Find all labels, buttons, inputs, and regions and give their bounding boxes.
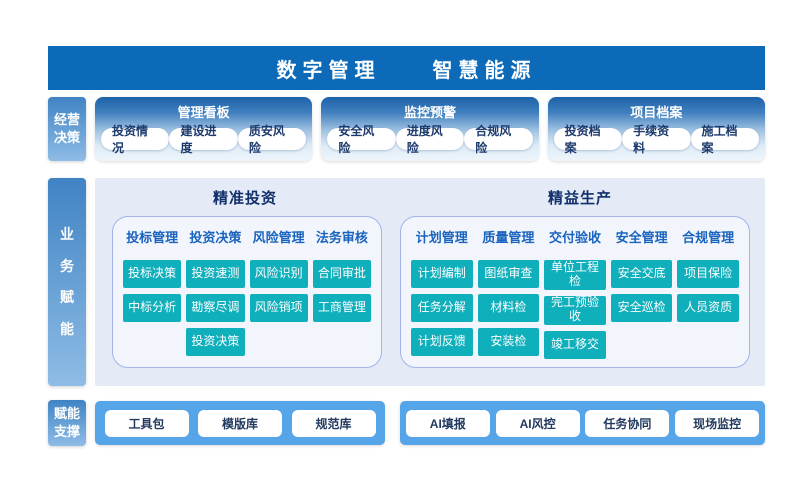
module-button[interactable]: 勘察尽调 [186,294,245,322]
sidebar-label-support: 赋能 支撑 [48,400,86,446]
module-column: 风险管理风险识别风险销项 [249,223,308,359]
tool-button[interactable]: 现场监控 [675,409,760,437]
pill-button[interactable]: 施工档案 [690,124,759,155]
tool-button[interactable]: 规范库 [291,409,376,437]
column-header: 投标管理 [126,230,179,245]
module-button[interactable]: 安全交底 [610,260,673,288]
pill-button[interactable]: 安全风险 [327,124,396,155]
support-bar-left: 工具包模版库规范库 [95,401,385,445]
dashboard-panel: 项目档案投资档案手续资料施工档案 [547,97,765,161]
dashboard-panel: 管理看板投资情况建设进度质安风险 [95,97,313,161]
module-button[interactable]: 材料检 [477,294,540,322]
pill-button[interactable]: 进度风险 [395,124,465,155]
pill-button[interactable]: 合规风险 [464,124,533,155]
investment-box: 投标管理投标决策中标分析投资决策投资速测勘察尽调投资决策风险管理风险识别风险销项… [112,216,382,368]
module-button[interactable]: 单位工程 检 [544,260,606,290]
column-header: 交付验收 [548,230,601,245]
tool-button[interactable]: AI风控 [495,409,580,437]
pill-button[interactable]: 投资档案 [553,124,623,155]
pill-button[interactable]: 质安风险 [237,124,307,155]
sidebar-label-text: 业 务 赋 能 [60,226,74,337]
sidebar-label-decision: 经营 决策 [48,97,86,161]
panel-title: 监控预警 [403,105,456,120]
pill-row: 安全风险进度风险合规风险 [321,121,538,161]
sidebar-label-business: 业 务 赋 能 [48,178,86,386]
tool-button[interactable]: 工具包 [104,409,189,437]
panel-title: 管理看板 [177,105,230,120]
module-button[interactable]: 工商管理 [312,294,371,322]
pill-row: 投资档案手续资料施工档案 [548,121,765,161]
module-button[interactable]: 风险识别 [249,260,308,288]
pill-button[interactable]: 手续资料 [622,124,691,155]
module-column: 法务审核合同审批工商管理 [312,223,371,359]
module-button[interactable]: 任务分解 [411,294,473,322]
module-button[interactable]: 计划反馈 [411,328,473,356]
module-column: 投标管理投标决策中标分析 [123,223,182,359]
column-header: 计划管理 [415,230,468,245]
column-header: 投资决策 [189,230,242,245]
column-header: 风险管理 [252,230,305,245]
module-column: 安全管理安全交底安全巡检 [610,223,673,359]
module-button[interactable]: 竣工移交 [544,331,606,359]
column-header: 法务审核 [315,230,368,245]
module-column: 投资决策投资速测勘察尽调投资决策 [186,223,245,359]
column-header: 合规管理 [682,230,735,245]
module-button[interactable]: 投资决策 [186,328,245,356]
page-title: 数字管理 智慧能源 [276,59,537,82]
section-investment: 精准投资 投标管理投标决策中标分析投资决策投资速测勘察尽调投资决策风险管理风险识… [95,178,395,386]
module-button[interactable]: 安全巡检 [610,294,673,322]
column-header: 安全管理 [615,230,668,245]
decision-panels: 管理看板投资情况建设进度质安风险监控预警安全风险进度风险合规风险项目档案投资档案… [95,97,765,161]
module-column: 质量管理图纸审查材料检安装检 [477,223,540,359]
title-banner: 数字管理 智慧能源 [48,46,765,90]
module-button[interactable]: 人员资质 [677,294,739,322]
module-button[interactable]: 完工预验 收 [544,295,606,325]
business-panel: 精准投资 投标管理投标决策中标分析投资决策投资速测勘察尽调投资决策风险管理风险识… [95,178,765,386]
module-button[interactable]: 投标决策 [123,260,182,288]
section-title: 精益生产 [547,189,612,207]
module-column: 计划管理计划编制任务分解计划反馈 [411,223,473,359]
module-column: 交付验收单位工程 检完工预验 收竣工移交 [544,223,606,359]
module-button[interactable]: 计划编制 [411,260,473,288]
dashboard-panel: 监控预警安全风险进度风险合规风险 [321,97,539,161]
pill-button[interactable]: 建设进度 [169,124,238,155]
production-box: 计划管理计划编制任务分解计划反馈质量管理图纸审查材料检安装检交付验收单位工程 检… [400,216,750,368]
sidebar-label-text: 赋能 支撑 [53,405,80,439]
module-button[interactable]: 中标分析 [123,294,182,322]
module-button[interactable]: 投资速测 [186,260,245,288]
module-button[interactable]: 风险销项 [249,294,308,322]
section-production: 精益生产 计划管理计划编制任务分解计划反馈质量管理图纸审查材料检安装检交付验收单… [395,178,765,386]
tool-button[interactable]: AI填报 [405,409,490,437]
tool-button[interactable]: 模版库 [198,409,282,437]
module-button[interactable]: 项目保险 [677,260,739,288]
section-title: 精准投资 [212,189,277,207]
module-column: 合规管理项目保险人员资质 [677,223,739,359]
module-button[interactable]: 合同审批 [312,260,371,288]
pill-button[interactable]: 投资情况 [101,124,170,155]
column-header: 质量管理 [482,230,535,245]
module-button[interactable]: 图纸审查 [477,260,540,288]
sidebar-label-text: 经营 决策 [53,111,80,145]
panel-title: 项目档案 [630,105,683,120]
pill-row: 投资情况建设进度质安风险 [95,121,312,161]
module-button[interactable]: 安装检 [477,328,540,356]
tool-button[interactable]: 任务协同 [585,409,670,437]
